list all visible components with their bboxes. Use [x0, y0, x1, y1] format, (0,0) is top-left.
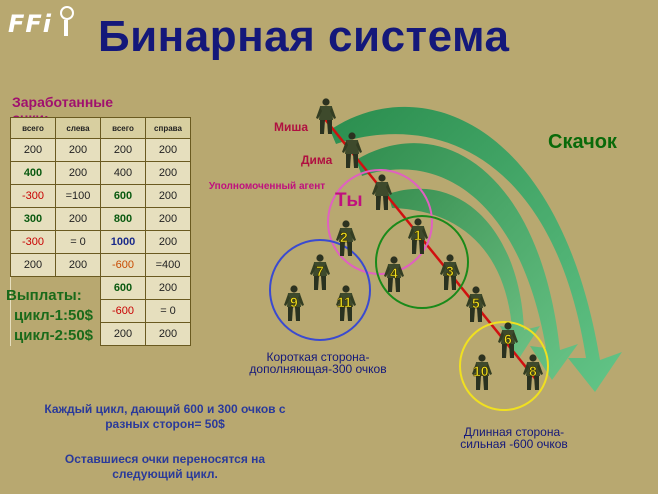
- header-total-right: всего: [100, 117, 146, 139]
- payout-cycle-2: цикл-2:50$: [14, 327, 94, 344]
- payouts-block: Выплаты: цикл-1:50$ цикл-2:50$: [6, 286, 93, 346]
- dima-label: Дима: [301, 153, 333, 167]
- carry-over-note: Оставшиеся очки переносятся на следующий…: [64, 452, 266, 481]
- node-label-2: 2: [340, 229, 348, 245]
- table-cell: -600: [100, 253, 146, 277]
- node-label-10: 10: [473, 363, 489, 379]
- payout-cycle-1: цикл-1:50$: [14, 307, 94, 324]
- node-label-11: 11: [337, 294, 352, 310]
- lightbulb-icon: [60, 6, 74, 20]
- right-leg-circle: [375, 215, 469, 309]
- authorized-agent-label: Уполномоченный агент: [208, 181, 326, 192]
- jump-arrow-1: [330, 106, 622, 392]
- table-cell: 1000: [100, 230, 146, 254]
- node-label-3: 3: [446, 263, 454, 279]
- table-cell: [55, 299, 101, 323]
- node-label-4: 4: [390, 265, 398, 281]
- table-cell: 200: [145, 276, 191, 300]
- table-cell: = 0: [55, 230, 101, 254]
- node-label-7: 7: [316, 263, 324, 279]
- table-cell: 200: [145, 230, 191, 254]
- payouts-heading: Выплаты:: [6, 287, 82, 304]
- table-cell: [10, 299, 56, 323]
- table-cell: 200: [100, 322, 146, 346]
- node-label-5: 5: [472, 295, 480, 311]
- table-cell: [10, 276, 56, 300]
- bottom-cycle-circle: [459, 321, 549, 411]
- you-circle: [327, 169, 433, 275]
- table-cell: -300: [10, 230, 56, 254]
- header-right: справа: [145, 117, 191, 139]
- node-label-6: 6: [504, 331, 512, 347]
- you-label: Ты: [335, 190, 363, 211]
- table-cell: 200: [55, 253, 101, 277]
- table-cell: 200: [145, 322, 191, 346]
- table-cell: 200: [55, 207, 101, 231]
- cycle-note: Каждый цикл, дающий 600 и 300 очков с ра…: [44, 402, 286, 431]
- points-table-header: всего слева всего справа: [10, 117, 191, 139]
- node-label-1: 1: [414, 227, 422, 243]
- table-cell: 300: [10, 207, 56, 231]
- table-cell: [55, 276, 101, 300]
- node-label-8: 8: [529, 363, 537, 379]
- table-cell: [10, 322, 56, 346]
- misha-label: Миша: [274, 120, 309, 134]
- jump-arrow-3: [388, 188, 540, 360]
- table-cell: [55, 322, 101, 346]
- table-cell: 800: [100, 207, 146, 231]
- lightbulb-stem: [64, 20, 68, 36]
- node-label-9: 9: [290, 294, 298, 310]
- table-cell: 200: [145, 207, 191, 231]
- long-side-label: Длинная сторона-сильная -600 очков: [460, 425, 568, 451]
- jump-arrow-2: [356, 143, 578, 380]
- short-side-label: Короткая сторона-дополняющая-300 очков: [249, 350, 387, 376]
- table-cell: 200: [145, 138, 191, 162]
- jump-label: Скачок: [548, 131, 617, 153]
- page-title: Бинарная система: [98, 12, 510, 61]
- table-cell: 400: [10, 161, 56, 185]
- table-cell: 200: [145, 184, 191, 208]
- left-leg-circle: [269, 239, 371, 341]
- table-cell: 400: [100, 161, 146, 185]
- logo: FFi: [8, 10, 53, 38]
- table-cell: = 0: [145, 299, 191, 323]
